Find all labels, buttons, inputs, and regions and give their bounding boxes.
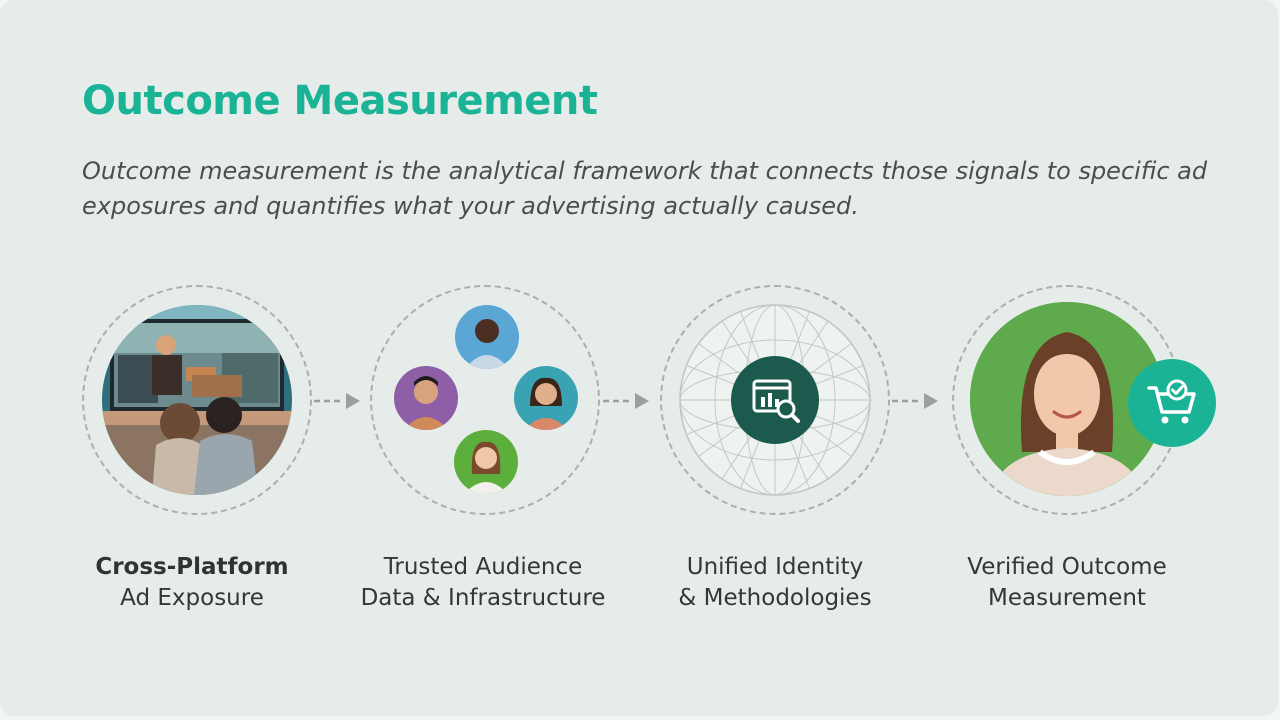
purchase-badge: [1128, 359, 1216, 447]
step-2-dashed-ring: [370, 285, 600, 515]
step-1-label-line1: Cross-Platform: [95, 554, 289, 580]
step-3-dashed-ring: [660, 285, 890, 515]
tv-viewers-photo: [102, 305, 292, 495]
step-4-label-line2: Measurement: [988, 585, 1146, 611]
step-3-arrow-connector: [892, 393, 938, 409]
avatar-woman-right: [514, 366, 578, 430]
step-2-label-line1: Trusted Audience: [383, 554, 583, 580]
page-title: Outcome Measurement: [82, 78, 598, 124]
page-subtitle: Outcome measurement is the analytical fr…: [82, 157, 1208, 220]
step-2-label-line2: Data & Infrastructure: [360, 585, 606, 611]
avatar-woman-bottom: [454, 430, 518, 494]
step-4-label-line1: Verified Outcome: [967, 554, 1167, 580]
step-1-label-line2: Ad Exposure: [120, 585, 264, 611]
shopping-cart-check-icon: [1147, 379, 1196, 424]
avatar-man-left: [394, 366, 458, 430]
step-3-label-line1: Unified Identity: [686, 554, 864, 580]
tv-scene-illustration: [102, 305, 292, 495]
step-3-label-line2: & Methodologies: [678, 585, 872, 611]
step-3-label: Unified Identity & Methodologies: [625, 552, 925, 614]
avatar-man-top: [455, 305, 519, 369]
step-2-arrow-connector: [603, 393, 649, 409]
step-4-label: Verified Outcome Measurement: [917, 552, 1217, 614]
step-1-arrow-connector: [314, 393, 360, 409]
analytics-magnifier-icon: [752, 379, 800, 423]
step-1-dashed-ring: [82, 285, 312, 515]
analytics-badge: [731, 356, 819, 444]
step-2-label: Trusted Audience Data & Infrastructure: [333, 552, 633, 614]
step-1-label: Cross-Platform Ad Exposure: [42, 552, 342, 614]
